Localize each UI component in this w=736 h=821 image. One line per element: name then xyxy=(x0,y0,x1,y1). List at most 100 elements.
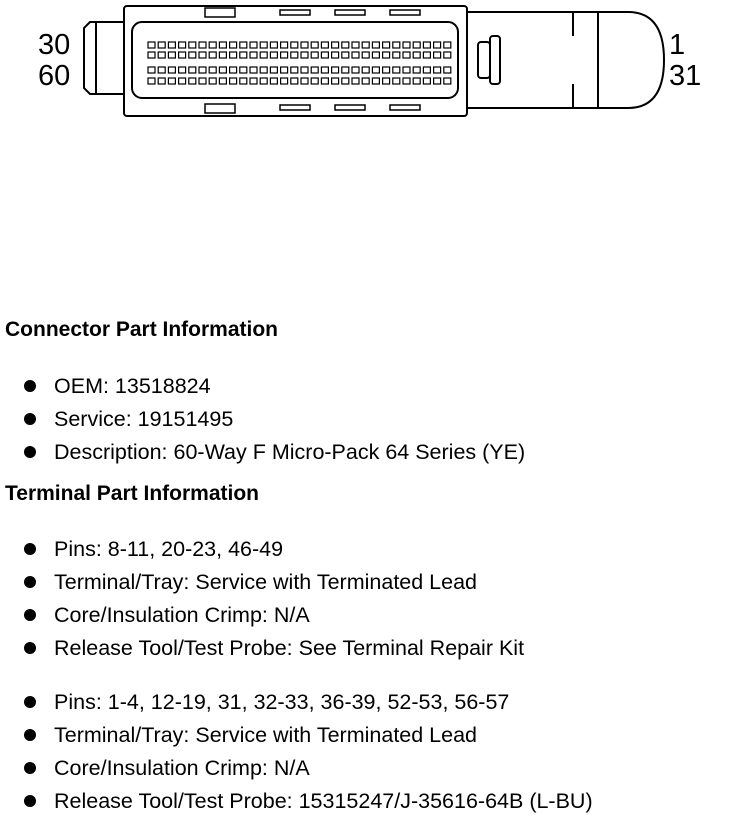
pin-cavity xyxy=(249,66,258,74)
pin-cavity xyxy=(320,51,329,59)
pin-label-31: 31 xyxy=(669,60,702,92)
pin-cavity xyxy=(218,51,227,59)
pin-cavity xyxy=(371,41,380,49)
pin-cavity xyxy=(310,77,319,85)
list-item-text: OEM: 13518824 xyxy=(54,374,211,398)
pin-cavity xyxy=(361,66,370,74)
connector-diagram xyxy=(83,5,666,117)
pin-cavity xyxy=(320,77,329,85)
pin-cavity xyxy=(229,51,238,59)
pin-cavity xyxy=(382,77,391,85)
pin-cavity xyxy=(259,41,268,49)
pin-cavity xyxy=(157,51,166,59)
pin-cavity xyxy=(412,66,421,74)
pin-cavity xyxy=(167,41,176,49)
pin-cavity xyxy=(402,41,411,49)
bullet-icon xyxy=(24,446,36,458)
list-item: Core/Insulation Crimp: N/A xyxy=(24,602,524,635)
list-item-text: Service: 19151495 xyxy=(54,407,234,431)
pin-cavity xyxy=(198,51,207,59)
pin-cavity xyxy=(290,77,299,85)
pin-cavity xyxy=(443,66,452,74)
bullet-icon xyxy=(24,729,36,741)
list-item: Release Tool/Test Probe: 15315247/J-3561… xyxy=(24,788,593,821)
pin-cavity xyxy=(188,66,197,74)
pin-cavity xyxy=(433,51,442,59)
list-item: Core/Insulation Crimp: N/A xyxy=(24,755,593,788)
pin-label-30: 30 xyxy=(38,29,71,61)
pin-cavity xyxy=(341,77,350,85)
pin-cavity xyxy=(157,41,166,49)
pin-cavity xyxy=(167,77,176,85)
pin-cavity xyxy=(300,66,309,74)
pin-cavity xyxy=(310,51,319,59)
pin-cavity xyxy=(229,77,238,85)
bullet-icon xyxy=(24,609,36,621)
pin-cavity xyxy=(167,66,176,74)
pin-cavity xyxy=(218,66,227,74)
pin-cavity xyxy=(422,66,431,74)
pin-cavity xyxy=(147,41,156,49)
pin-cavity xyxy=(422,41,431,49)
pin-cavity xyxy=(331,51,340,59)
connector-inner-body xyxy=(131,21,459,99)
pin-cavity xyxy=(269,66,278,74)
pin-cavity xyxy=(218,77,227,85)
pin-cavity xyxy=(218,41,227,49)
pin-cavity xyxy=(433,66,442,74)
pin-cavity xyxy=(239,41,248,49)
pin-cavity xyxy=(208,66,217,74)
pin-cavity xyxy=(382,41,391,49)
pin-cavity xyxy=(392,41,401,49)
pin-cavity xyxy=(371,77,380,85)
pin-cavity xyxy=(249,41,258,49)
pin-cavity xyxy=(351,66,360,74)
pin-label-60: 60 xyxy=(38,60,71,92)
pin-cavity xyxy=(147,77,156,85)
pin-cavity xyxy=(351,41,360,49)
list-item: Terminal/Tray: Service with Terminated L… xyxy=(24,722,593,755)
pin-cavity xyxy=(249,77,258,85)
pin-cavity xyxy=(198,77,207,85)
pin-cavity xyxy=(443,77,452,85)
pin-cavity xyxy=(320,66,329,74)
list-item: Service: 19151495 xyxy=(24,406,525,439)
list-item-text: Pins: 1-4, 12-19, 31, 32-33, 36-39, 52-5… xyxy=(54,690,510,714)
pin-cavity xyxy=(239,66,248,74)
bullet-icon xyxy=(24,380,36,392)
pin-cavity xyxy=(433,77,442,85)
pin-cavity xyxy=(269,77,278,85)
pin-cavity xyxy=(188,77,197,85)
pin-cavity xyxy=(229,41,238,49)
pin-cavity xyxy=(290,51,299,59)
pin-cavity xyxy=(300,77,309,85)
pin-cavity xyxy=(147,51,156,59)
pin-cavity xyxy=(280,51,289,59)
bullet-icon xyxy=(24,762,36,774)
pin-cavity xyxy=(269,41,278,49)
bullet-icon xyxy=(24,543,36,555)
pin-cavity xyxy=(371,66,380,74)
pin-cavity xyxy=(392,77,401,85)
pin-cavity xyxy=(178,41,187,49)
bullet-icon xyxy=(24,413,36,425)
connector-left-latch xyxy=(83,21,124,95)
pin-cavity xyxy=(249,51,258,59)
terminal-info-group-2: Pins: 1-4, 12-19, 31, 32-33, 36-39, 52-5… xyxy=(24,689,593,821)
list-item-text: Core/Insulation Crimp: N/A xyxy=(54,756,310,780)
bullet-icon xyxy=(24,696,36,708)
list-item: Terminal/Tray: Service with Terminated L… xyxy=(24,569,524,602)
pin-cavity xyxy=(351,51,360,59)
pin-cavity xyxy=(259,51,268,59)
pin-cavity xyxy=(300,41,309,49)
pin-cavity xyxy=(412,51,421,59)
pin-cavity xyxy=(371,51,380,59)
list-item: Description: 60-Way F Micro-Pack 64 Seri… xyxy=(24,439,525,472)
list-item: Pins: 1-4, 12-19, 31, 32-33, 36-39, 52-5… xyxy=(24,689,593,722)
pin-cavity xyxy=(402,51,411,59)
pin-cavity xyxy=(178,66,187,74)
pin-cavity xyxy=(402,77,411,85)
pin-cavity xyxy=(341,66,350,74)
pin-cavity xyxy=(402,66,411,74)
list-item: Release Tool/Test Probe: See Terminal Re… xyxy=(24,635,524,668)
